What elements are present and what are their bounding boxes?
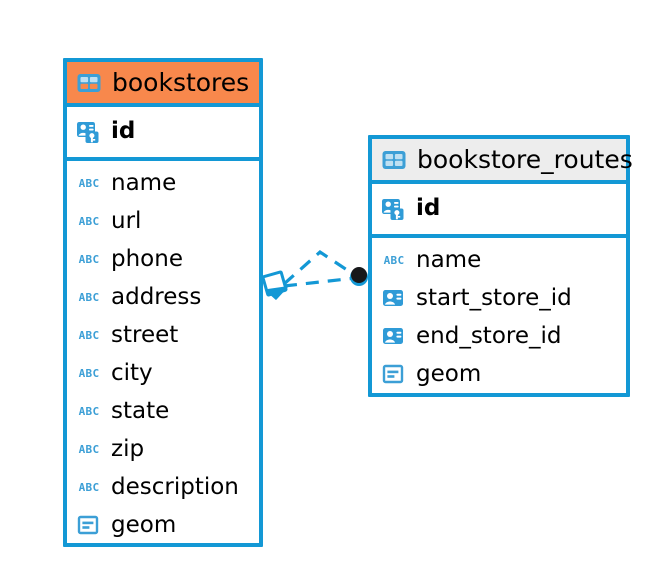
text-abc-icon: ABC bbox=[76, 322, 102, 348]
text-abc-icon: ABC bbox=[76, 474, 102, 500]
relationship-line-lower bbox=[283, 276, 357, 288]
primary-key-icon bbox=[381, 196, 407, 222]
text-abc-icon: ABC bbox=[76, 398, 102, 424]
svg-text:ABC: ABC bbox=[79, 215, 100, 228]
svg-text:ABC: ABC bbox=[79, 253, 100, 266]
geometry-icon bbox=[76, 512, 102, 538]
field-row-name[interactable]: ABC name bbox=[67, 164, 259, 202]
field-label: state bbox=[111, 397, 170, 424]
field-row-description[interactable]: ABC description bbox=[67, 468, 259, 506]
svg-text:ABC: ABC bbox=[79, 291, 100, 304]
field-label: name bbox=[416, 246, 482, 273]
field-row-address[interactable]: ABC address bbox=[67, 278, 259, 316]
geometry-icon bbox=[381, 361, 407, 387]
text-abc-icon: ABC bbox=[76, 170, 102, 196]
field-row-city[interactable]: ABC city bbox=[67, 354, 259, 392]
entity-primary-key-section: id bbox=[372, 184, 626, 238]
field-row-id[interactable]: id bbox=[67, 109, 259, 154]
field-label: start_store_id bbox=[416, 284, 572, 311]
entity-bookstore-routes[interactable]: bookstore_routes bbox=[368, 135, 633, 397]
svg-text:ABC: ABC bbox=[384, 254, 405, 267]
field-row-end-store-id[interactable]: end_store_id bbox=[372, 317, 626, 355]
field-label: description bbox=[111, 473, 239, 500]
text-abc-icon: ABC bbox=[76, 360, 102, 386]
text-abc-icon: ABC bbox=[76, 436, 102, 462]
field-label: zip bbox=[111, 435, 145, 462]
svg-text:ABC: ABC bbox=[79, 367, 100, 380]
entity-primary-key-section: id bbox=[67, 107, 259, 161]
field-row-start-store-id[interactable]: start_store_id bbox=[372, 279, 626, 317]
svg-text:ABC: ABC bbox=[79, 481, 100, 494]
entity-field-section: ABC name ABC url ABC p bbox=[67, 161, 259, 548]
field-row-state[interactable]: ABC state bbox=[67, 392, 259, 430]
table-icon bbox=[381, 147, 407, 173]
field-label: street bbox=[111, 321, 179, 348]
field-label: geom bbox=[111, 511, 177, 538]
svg-text:ABC: ABC bbox=[79, 443, 100, 456]
field-row-id[interactable]: id bbox=[372, 186, 626, 231]
field-label: name bbox=[111, 169, 177, 196]
entity-bookstores[interactable]: bookstores id bbox=[63, 58, 263, 547]
field-label: phone bbox=[111, 245, 183, 272]
svg-text:ABC: ABC bbox=[79, 329, 100, 342]
crows-foot-icon bbox=[261, 270, 288, 300]
primary-key-icon bbox=[76, 119, 102, 145]
text-abc-icon: ABC bbox=[76, 246, 102, 272]
table-icon bbox=[76, 70, 102, 96]
field-label: id bbox=[111, 118, 136, 144]
entity-title: bookstore_routes bbox=[417, 145, 633, 174]
field-row-geom[interactable]: geom bbox=[67, 506, 259, 544]
field-label: id bbox=[416, 195, 441, 221]
field-row-zip[interactable]: ABC zip bbox=[67, 430, 259, 468]
field-row-phone[interactable]: ABC phone bbox=[67, 240, 259, 278]
field-row-url[interactable]: ABC url bbox=[67, 202, 259, 240]
entity-header-bookstore-routes[interactable]: bookstore_routes bbox=[372, 139, 633, 184]
text-abc-icon: ABC bbox=[381, 247, 407, 273]
field-row-street[interactable]: ABC street bbox=[67, 316, 259, 354]
field-label: end_store_id bbox=[416, 322, 562, 349]
entity-title: bookstores bbox=[112, 68, 250, 97]
foreign-key-icon bbox=[381, 323, 407, 349]
text-abc-icon: ABC bbox=[76, 208, 102, 234]
filled-circle-icon bbox=[350, 267, 368, 286]
entity-field-section: ABC name start_store_id bbox=[372, 238, 626, 397]
field-label: address bbox=[111, 283, 202, 310]
field-label: url bbox=[111, 207, 142, 234]
relationship-line-upper bbox=[282, 249, 357, 286]
field-label: city bbox=[111, 359, 153, 386]
field-row-name[interactable]: ABC name bbox=[372, 241, 626, 279]
field-row-geom[interactable]: geom bbox=[372, 355, 626, 393]
entity-header-bookstores[interactable]: bookstores bbox=[67, 62, 259, 107]
field-label: geom bbox=[416, 360, 482, 387]
foreign-key-icon bbox=[381, 285, 407, 311]
svg-text:ABC: ABC bbox=[79, 405, 100, 418]
svg-text:ABC: ABC bbox=[79, 177, 100, 190]
text-abc-icon: ABC bbox=[76, 284, 102, 310]
